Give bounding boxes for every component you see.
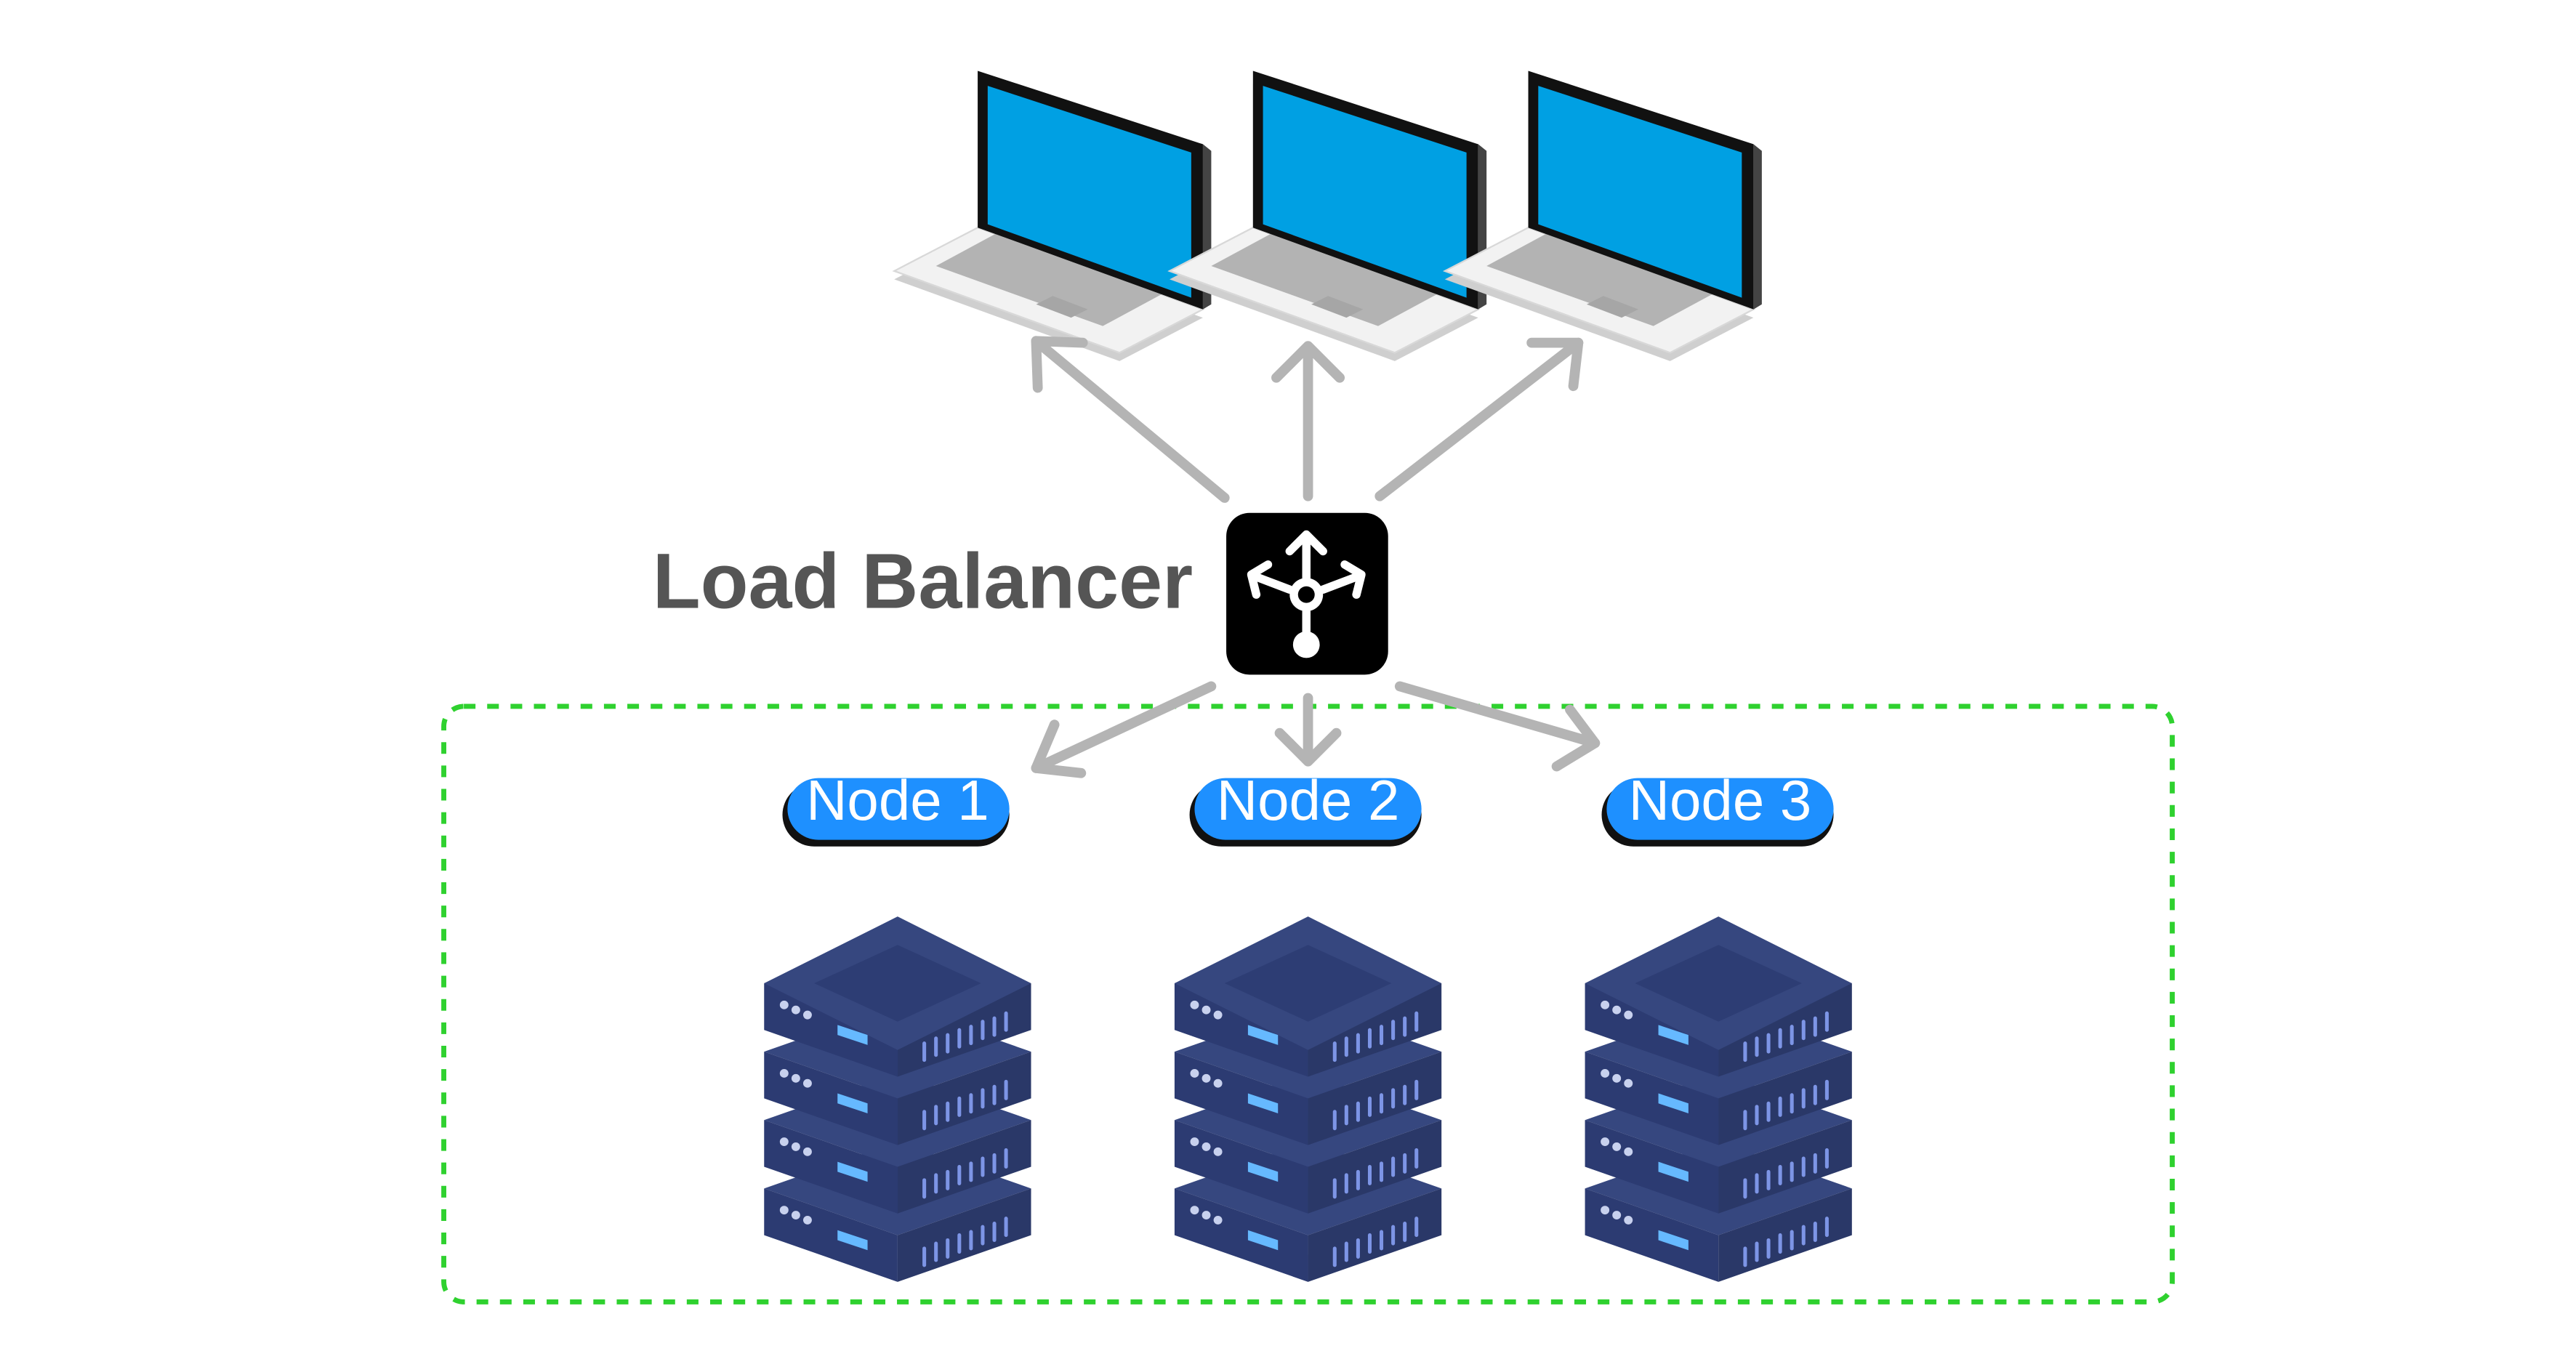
laptop-icon: [1444, 70, 1763, 362]
node-pill: [1194, 778, 1422, 840]
node-arrows: [1031, 681, 1601, 778]
arrow-to-node-1: [1031, 681, 1217, 773]
node-label: Node 1: [806, 768, 989, 832]
node-label: Node 3: [1629, 768, 1812, 832]
node-3: Node 3: [1585, 768, 1852, 1282]
load-balancer: Load Balancer: [653, 512, 1388, 675]
laptop-icon: [1168, 70, 1488, 362]
arrowhead-node-3: [1551, 704, 1601, 772]
arrow-to-node-3: [1394, 681, 1601, 749]
node-pill: [787, 778, 1010, 840]
node-1: Node 1: [764, 768, 1031, 1282]
client-arrows: [1031, 336, 1584, 503]
arrow-to-client-3: [1374, 337, 1584, 501]
laptop-icon: [893, 70, 1212, 362]
node-pill: [1606, 778, 1834, 840]
arrowhead-client-2: [1271, 341, 1345, 383]
arrow-to-client-1: [1031, 336, 1230, 503]
node-label: Node 2: [1217, 768, 1400, 832]
arrowhead-node-1: [1031, 719, 1087, 778]
server-stack-icon: [1175, 916, 1441, 1282]
load-balancer-label: Load Balancer: [653, 537, 1193, 625]
arrowhead-node-2: [1274, 727, 1342, 767]
server-stack-icon: [1585, 916, 1852, 1282]
arrowhead-client-3: [1526, 337, 1584, 392]
arrowhead-client-1: [1031, 336, 1088, 393]
server-stack-icon: [764, 916, 1031, 1282]
client-laptops: [893, 70, 1763, 362]
load-balancer-icon: [1226, 512, 1388, 675]
node-2: Node 2: [1175, 768, 1441, 1282]
